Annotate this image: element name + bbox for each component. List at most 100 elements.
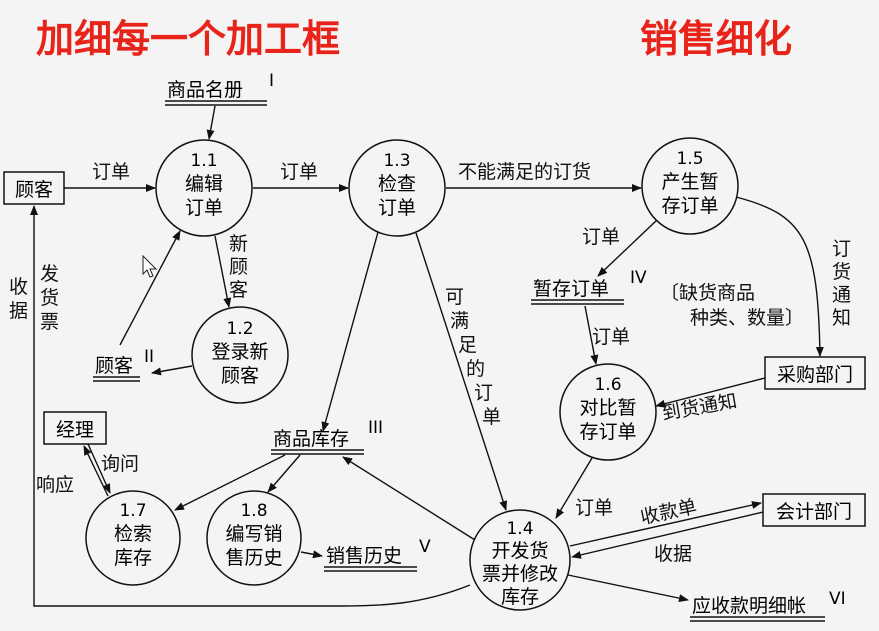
flow-label-receipt: 收据 <box>654 543 692 565</box>
svg-text:库存: 库存 <box>114 547 152 569</box>
flow-label-respond: 响应 <box>36 474 74 496</box>
svg-text:单: 单 <box>482 406 501 428</box>
flow-label-order-notice: 订 货 通 知 <box>832 238 851 329</box>
svg-text:1.8: 1.8 <box>240 501 267 521</box>
process-1-2: 1.2 登录新 顾客 <box>191 306 289 404</box>
svg-text:采购部门: 采购部门 <box>777 364 853 386</box>
flow-label-order-3: 订单 <box>582 226 620 248</box>
svg-text:发: 发 <box>40 263 59 285</box>
svg-text:应收款明细帐: 应收款明细帐 <box>692 595 806 617</box>
svg-text:I: I <box>269 71 274 91</box>
svg-text:票并修改: 票并修改 <box>482 563 558 585</box>
title-right: 销售细化 <box>640 17 792 61</box>
svg-text:货: 货 <box>832 261 851 283</box>
flow-label-inquire: 询问 <box>101 453 139 475</box>
svg-text:1.7: 1.7 <box>119 501 146 521</box>
process-1-4: 1.4 开发货 票并修改 库存 <box>469 509 571 611</box>
svg-text:1.2: 1.2 <box>226 319 253 339</box>
svg-text:1.4: 1.4 <box>506 519 533 539</box>
svg-text:产生暂: 产生暂 <box>661 171 718 193</box>
process-1-7: 1.7 检索 库存 <box>85 490 181 586</box>
process-1-1: 1.1 编辑 订单 <box>155 139 253 237</box>
svg-text:货: 货 <box>40 287 59 309</box>
flow-label-order-5: 订单 <box>575 497 613 519</box>
svg-text:经理: 经理 <box>56 419 94 441</box>
svg-text:订: 订 <box>474 382 493 404</box>
process-1-6: 1.6 对比暂 存订单 <box>559 363 657 461</box>
svg-text:知: 知 <box>832 307 851 329</box>
flow-label-receipt-vertical: 收 据 <box>9 276 28 322</box>
svg-text:满: 满 <box>450 310 469 332</box>
svg-text:的: 的 <box>466 358 485 380</box>
svg-text:会计部门: 会计部门 <box>776 501 852 523</box>
svg-text:订单: 订单 <box>378 197 416 219</box>
svg-text:开发货: 开发货 <box>491 540 548 562</box>
svg-text:可: 可 <box>445 286 464 308</box>
svg-text:1.3: 1.3 <box>383 151 410 171</box>
store-pending-orders: 暂存订单 IV <box>531 268 647 305</box>
svg-text:顾客: 顾客 <box>95 355 133 377</box>
entity-customer: 顾客 <box>3 171 65 205</box>
svg-text:订单: 订单 <box>185 197 223 219</box>
svg-text:检查: 检查 <box>378 173 416 195</box>
svg-text:票: 票 <box>40 311 59 333</box>
svg-text:新: 新 <box>229 233 248 255</box>
svg-text:1.5: 1.5 <box>676 149 703 169</box>
svg-text:种类、数量〕: 种类、数量〕 <box>690 307 804 329</box>
svg-text:检索: 检索 <box>114 523 152 545</box>
flow-lines <box>30 105 824 607</box>
store-product-catalog: 商品名册 I <box>165 71 274 106</box>
svg-text:存订单: 存订单 <box>579 421 636 443</box>
flow-label-invoice: 发 货 票 <box>40 263 59 333</box>
svg-text:据: 据 <box>9 300 28 322</box>
flow-label-order-4: 订单 <box>592 326 630 348</box>
svg-text:商品名册: 商品名册 <box>167 79 243 101</box>
title-left: 加细每一个加工框 <box>36 17 340 61</box>
svg-text:对比暂: 对比暂 <box>579 397 636 419</box>
svg-text:客: 客 <box>229 279 248 301</box>
svg-text:存订单: 存订单 <box>661 195 718 217</box>
svg-text:收: 收 <box>9 276 28 298</box>
svg-text:订: 订 <box>832 238 851 260</box>
svg-text:VI: VI <box>829 589 846 609</box>
svg-text:售历史: 售历史 <box>225 547 282 569</box>
flow-label-cannot-satisfy: 不能满足的订货 <box>458 161 591 183</box>
svg-text:销售历史: 销售历史 <box>326 545 402 567</box>
process-1-5: 1.5 产生暂 存订单 <box>641 137 739 235</box>
entity-manager: 经理 <box>43 411 107 445</box>
svg-text:库存: 库存 <box>501 586 539 608</box>
svg-text:1.6: 1.6 <box>594 375 621 395</box>
svg-text:IV: IV <box>630 268 647 288</box>
flow-label-order-2: 订单 <box>280 161 318 183</box>
store-sales-history: 销售历史 V <box>324 537 431 572</box>
svg-text:编辑: 编辑 <box>185 173 223 195</box>
svg-text:II: II <box>144 347 154 367</box>
svg-text:顾客: 顾客 <box>221 365 259 387</box>
svg-text:登录新: 登录新 <box>211 341 268 363</box>
svg-text:V: V <box>419 537 431 557</box>
svg-text:通: 通 <box>832 284 851 306</box>
store-inventory: 商品库存 III <box>271 418 383 455</box>
svg-text:商品库存: 商品库存 <box>273 428 349 450</box>
svg-text:1.1: 1.1 <box>190 151 217 171</box>
svg-text:编写销: 编写销 <box>225 523 282 545</box>
entity-purchasing: 采购部门 <box>764 356 866 390</box>
svg-text:顾客: 顾客 <box>15 179 53 201</box>
flow-label-shortage: 〔缺货商品 种类、数量〕 <box>660 282 804 329</box>
svg-text:暂存订单: 暂存订单 <box>533 278 609 300</box>
entity-accounting: 会计部门 <box>762 493 866 527</box>
process-1-3: 1.3 检查 订单 <box>348 139 446 237</box>
svg-text:足: 足 <box>458 334 477 356</box>
mouse-cursor-icon <box>142 254 158 278</box>
store-customer: 顾客 II <box>93 347 154 382</box>
svg-text:〔缺货商品: 〔缺货商品 <box>660 282 755 304</box>
process-1-8: 1.8 编写销 售历史 <box>206 490 302 586</box>
store-receivables: 应收款明细帐 VI <box>690 589 846 622</box>
flow-label-new-customer: 新 顾 客 <box>229 233 248 301</box>
svg-text:III: III <box>368 418 383 438</box>
svg-text:顾: 顾 <box>229 256 248 278</box>
flow-label-order-1: 订单 <box>92 161 130 183</box>
flow-label-can-satisfy: 可 满 足 的 订 单 <box>445 286 501 428</box>
